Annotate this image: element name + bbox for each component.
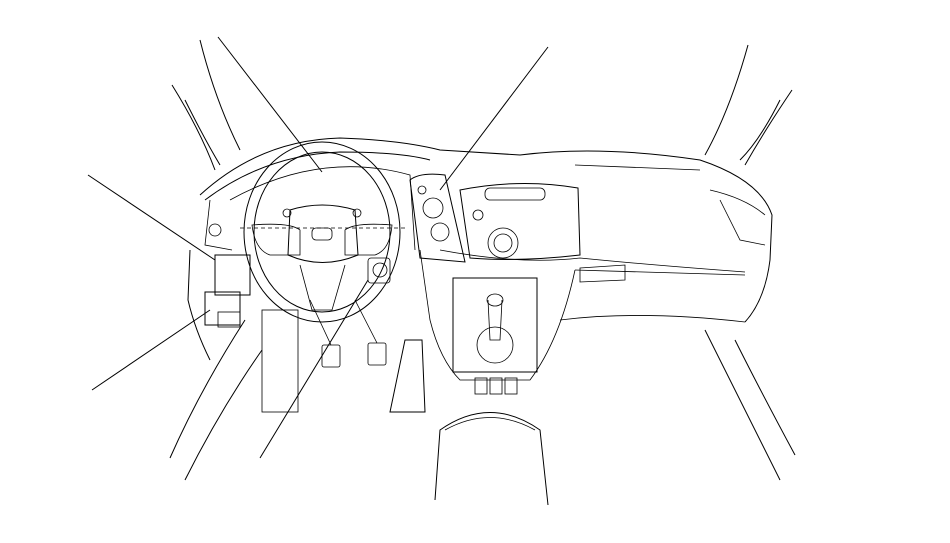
instrument-cluster <box>204 166 416 251</box>
dashboard <box>187 137 773 361</box>
armrest <box>434 412 549 506</box>
a-pillar-left <box>171 39 241 171</box>
ignition-switch <box>367 257 391 284</box>
floor <box>169 319 796 481</box>
a-pillar-right <box>704 44 793 166</box>
fuse-box <box>204 254 251 328</box>
steering-wheel <box>240 141 405 323</box>
center-stack <box>409 173 581 263</box>
leader-lines <box>87 36 549 459</box>
center-console <box>419 249 576 395</box>
pedals <box>261 299 426 413</box>
